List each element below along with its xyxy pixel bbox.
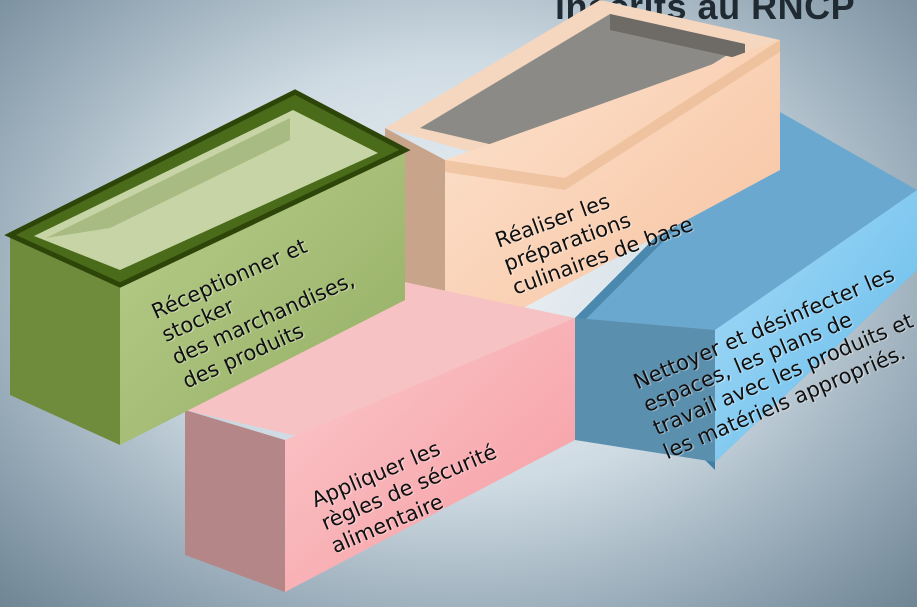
block-receptionner <box>4 89 411 445</box>
block-appliquer <box>185 280 575 592</box>
